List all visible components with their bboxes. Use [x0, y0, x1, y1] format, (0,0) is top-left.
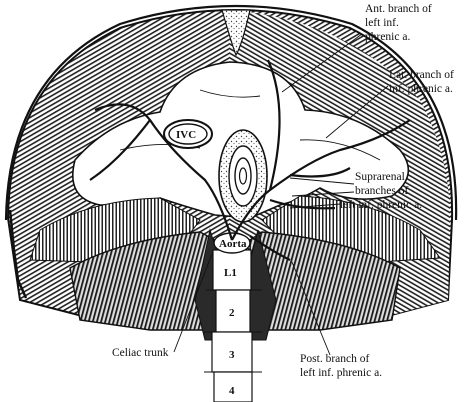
sternal-part [221, 9, 251, 57]
label-celiac-trunk: Celiac trunk [112, 347, 169, 359]
label-suprarenal: Suprarenal branches of left inf. phrenic… [340, 171, 422, 211]
post-branch-line-1: Post. branch of [300, 353, 369, 365]
label-vertebra-4: 4 [229, 385, 235, 397]
ant-branch-line-3: phrenic a. [365, 31, 410, 43]
label-lat-branch: Lat. branch of inf. phrenic a. [389, 69, 454, 95]
vertebral-column [204, 249, 262, 402]
suprarenal-line-2: branches of [355, 185, 408, 197]
suprarenal-line-1: Suprarenal [355, 171, 405, 183]
label-vertebra-3: 3 [229, 349, 235, 361]
ant-branch-line-2: left inf. [365, 17, 399, 29]
label-post-branch: Post. branch of left inf. phrenic a. [300, 353, 382, 379]
lat-branch-line-1: Lat. branch of [389, 69, 454, 81]
label-aorta: Aorta [219, 238, 247, 250]
leader-lines [173, 33, 389, 356]
label-ant-branch: Ant. branch of left inf. phrenic a. [365, 3, 432, 43]
ivc-opening [163, 119, 213, 149]
label-vertebra-l1: L1 [224, 267, 237, 279]
label-vertebra-2: 2 [229, 307, 235, 319]
lat-branch-line-2: inf. phrenic a. [389, 83, 453, 95]
post-branch-line-2: left inf. phrenic a. [300, 367, 382, 379]
ant-branch-line-1: Ant. branch of [365, 3, 432, 15]
suprarenal-line-3: left inf. phrenic a. [340, 199, 422, 211]
label-ivc: IVC [176, 129, 196, 141]
aorta-opening [213, 232, 251, 254]
esophageal-hiatus [218, 129, 268, 223]
